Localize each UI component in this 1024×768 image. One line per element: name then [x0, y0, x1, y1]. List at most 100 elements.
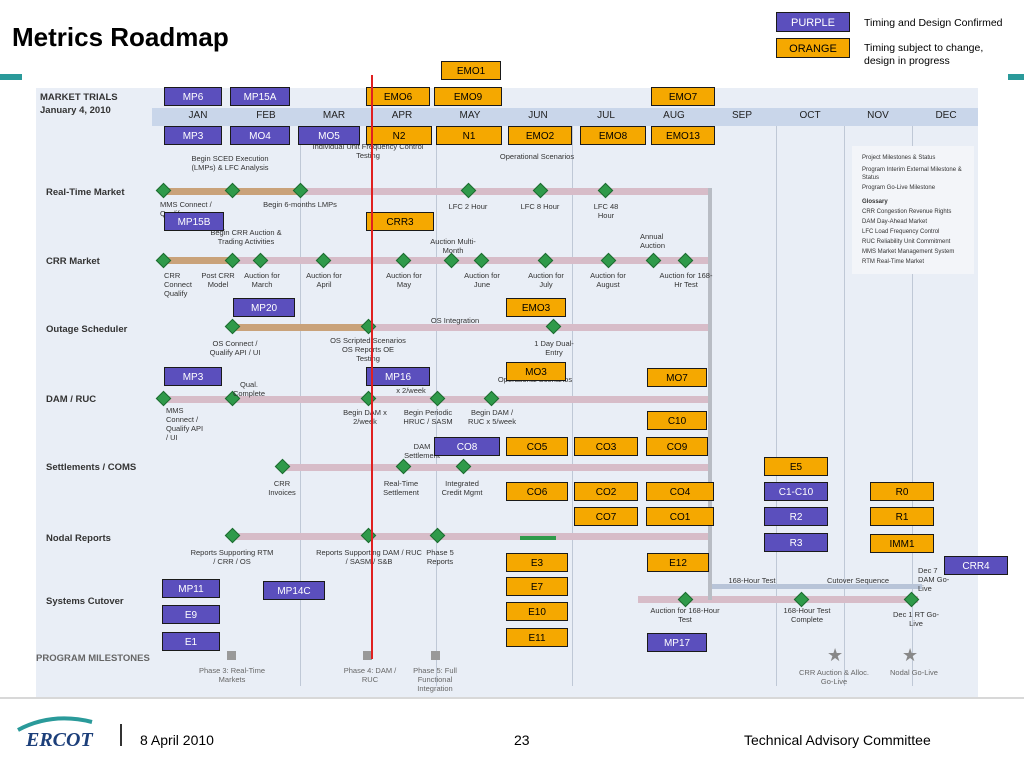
metric-tag-emo1[interactable]: EMO1 — [441, 61, 501, 80]
metric-tag-mo5[interactable]: MO5 — [298, 126, 360, 145]
note: Post CRR Model — [201, 271, 235, 289]
metric-tag-mp11[interactable]: MP11 — [162, 579, 220, 598]
metric-tag-emo2[interactable]: EMO2 — [508, 126, 572, 145]
current-date-line — [371, 75, 373, 659]
metric-tag-e1[interactable]: E1 — [162, 632, 220, 651]
metric-tag-co8[interactable]: CO8 — [434, 437, 500, 456]
metric-tag-r3[interactable]: R3 — [764, 533, 828, 552]
lane-os-brown — [232, 324, 368, 331]
note: 168-Hour Test Complete — [783, 606, 831, 624]
cutover-sequence-bar — [712, 584, 922, 589]
metric-tag-co2[interactable]: CO2 — [574, 482, 638, 501]
metric-tag-mp6[interactable]: MP6 — [164, 87, 222, 106]
metric-tag-emo6[interactable]: EMO6 — [366, 87, 430, 106]
metric-tag-mo4[interactable]: MO4 — [230, 126, 290, 145]
metric-tag-r1[interactable]: R1 — [870, 507, 934, 526]
metric-tag-e12[interactable]: E12 — [647, 553, 709, 572]
legend-orange-desc: Timing subject to change, design in prog… — [864, 42, 984, 67]
note: Auction for June — [464, 271, 500, 289]
metric-tag-co9[interactable]: CO9 — [646, 437, 708, 456]
row-label-outage-scheduler: Outage Scheduler — [46, 324, 128, 335]
accent-bar-left — [0, 74, 22, 80]
note: CRR Invoices — [268, 479, 296, 497]
note: Nodal Go-Live — [890, 668, 938, 677]
metric-tag-emo3[interactable]: EMO3 — [506, 298, 566, 317]
note: OS Scripted Scenarios OS Reports OE Test… — [330, 336, 406, 363]
row-label-program-milestones: PROGRAM MILESTONES — [36, 653, 150, 664]
metric-tag-emo8[interactable]: EMO8 — [580, 126, 646, 145]
note: OS Connect / Qualify API / UI — [209, 339, 261, 357]
metric-tag-c10[interactable]: C10 — [647, 411, 707, 430]
metric-tag-crr4[interactable]: CRR4 — [944, 556, 1008, 575]
note: Individual Unit Frequency Control Testin… — [312, 142, 424, 160]
metric-tag-co3[interactable]: CO3 — [574, 437, 638, 456]
metric-tag-mp14c[interactable]: MP14C — [263, 581, 325, 600]
metric-tag-e7[interactable]: E7 — [506, 577, 568, 596]
metric-tag-mo7[interactable]: MO7 — [647, 368, 707, 387]
month-label: MAY — [459, 110, 481, 121]
metric-tag-mp20[interactable]: MP20 — [233, 298, 295, 317]
metric-tag-emo7[interactable]: EMO7 — [651, 87, 715, 106]
metric-tag-mp16[interactable]: MP16 — [366, 367, 430, 386]
note: LFC 48 Hour — [593, 202, 619, 220]
metric-tag-emo13[interactable]: EMO13 — [651, 126, 715, 145]
month-label: JUL — [597, 110, 615, 121]
metric-tag-mp3[interactable]: MP3 — [164, 126, 222, 145]
note: Reports Supporting DAM / RUC / SASM / S&… — [316, 548, 422, 566]
month-label: JAN — [188, 110, 208, 121]
lane-crr-market — [232, 257, 710, 264]
note: LFC 2 Hour — [448, 202, 488, 211]
note: Auction for May — [386, 271, 422, 289]
metric-tag-co7[interactable]: CO7 — [574, 507, 638, 526]
note: Begin Periodic HRUC / SASM — [403, 408, 453, 426]
metric-tag-mo3[interactable]: MO3 — [506, 362, 566, 381]
note: 168-Hour Test — [728, 576, 776, 585]
metric-tag-e11[interactable]: E11 — [506, 628, 568, 647]
metric-tag-r0[interactable]: R0 — [870, 482, 934, 501]
glossary-heading: Glossary — [862, 199, 888, 205]
metric-tag-r2[interactable]: R2 — [764, 507, 828, 526]
month-label: FEB — [256, 110, 276, 121]
glossary-item: DAM Day-Ahead Market — [862, 219, 928, 225]
metric-tag-e3[interactable]: E3 — [506, 553, 568, 572]
metric-tag-mp3-b[interactable]: MP3 — [164, 367, 222, 386]
metric-tag-e5[interactable]: E5 — [764, 457, 828, 476]
metric-tag-imm1[interactable]: IMM1 — [870, 534, 934, 553]
month-label: SEP — [731, 110, 752, 121]
metric-tag-crr3[interactable]: CRR3 — [366, 212, 434, 231]
metric-tag-c1-c10[interactable]: C1-C10 — [764, 482, 828, 501]
metric-tag-co5[interactable]: CO5 — [506, 437, 568, 456]
row-label-dam-ruc: DAM / RUC — [46, 394, 97, 405]
glossary-key-1: Project Milestones & Status — [862, 155, 936, 161]
metric-tag-emo9[interactable]: EMO9 — [434, 87, 502, 106]
phase-marker — [227, 651, 236, 660]
month-label: JUN — [528, 110, 548, 121]
note: Auction for 168-Hr Test — [659, 271, 713, 289]
metric-tag-co6[interactable]: CO6 — [506, 482, 568, 501]
row-label-real-time-market: Real-Time Market — [46, 187, 125, 198]
lane-nodal-reports — [232, 533, 710, 540]
metric-tag-mp15b[interactable]: MP15B — [164, 212, 224, 231]
note: Auction for March — [244, 271, 280, 289]
note: Dec 7 DAM Go-Live — [918, 566, 950, 593]
month-label: OCT — [799, 110, 821, 121]
metric-tag-mp15a[interactable]: MP15A — [230, 87, 290, 106]
metric-tag-co1[interactable]: CO1 — [646, 507, 714, 526]
glossary-item: MMS Market Management System — [862, 249, 955, 255]
phase-marker — [431, 651, 440, 660]
market-trials-date: January 4, 2010 — [40, 105, 111, 116]
glossary-key-2: Program Interim External Milestone & Sta… — [862, 167, 962, 181]
note: Phase 5: Full Functional Integration — [413, 666, 457, 693]
metric-tag-e10[interactable]: E10 — [506, 602, 568, 621]
lane-settlements — [280, 464, 710, 471]
metric-tag-co4[interactable]: CO4 — [646, 482, 714, 501]
note: MMS Connect / Qualify API / UI — [166, 406, 204, 442]
go-live-divider — [708, 188, 712, 600]
row-label-nodal-reports: Nodal Reports — [46, 533, 111, 544]
metric-tag-n2[interactable]: N2 — [366, 126, 432, 145]
metric-tag-n1[interactable]: N1 — [436, 126, 502, 145]
row-label-settlements: Settlements / COMS — [46, 462, 137, 473]
metric-tag-e9[interactable]: E9 — [162, 605, 220, 624]
metric-tag-mp17[interactable]: MP17 — [647, 633, 707, 652]
legend-purple-desc: Timing and Design Confirmed — [864, 17, 1003, 29]
